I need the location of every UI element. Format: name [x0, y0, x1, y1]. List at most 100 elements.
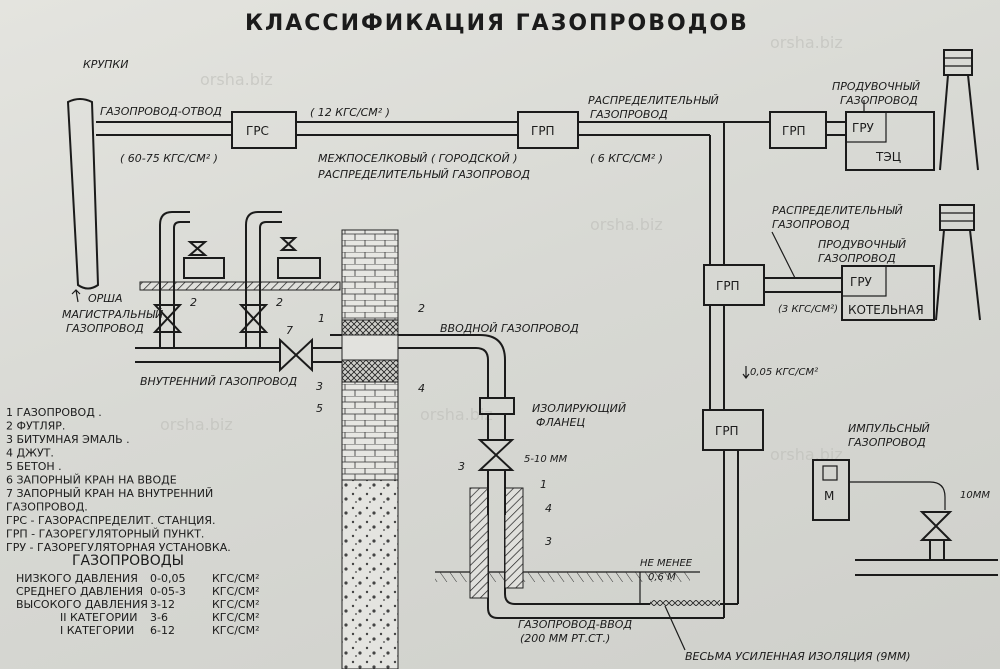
grp-label-3: ГРП [716, 279, 740, 293]
pressure-row-unit: КГС/СМ² [212, 598, 260, 611]
label-06m: 0,6 М [648, 572, 676, 583]
legend-item: ГАЗОПРОВОД. [6, 501, 88, 514]
grp-label-2: ГРП [782, 124, 806, 138]
chimney-2 [935, 229, 981, 321]
motor-indicator [822, 465, 838, 481]
wall-pipe-pass [341, 334, 399, 361]
legend-item: ГРС - ГАЗОРАСПРЕДЕЛИТ. СТАНЦИЯ. [6, 514, 215, 527]
chimney-top-1 [943, 49, 973, 76]
grs-label: ГРС [246, 124, 269, 138]
valve-6 [477, 439, 515, 471]
label-izol-1: ИЗОЛИРУЮЩИЙ [532, 402, 626, 415]
legend-item: ГРП - ГАЗОРЕГУЛЯТОРНЫЙ ПУНКТ. [6, 528, 204, 541]
label-main-1: МАГИСТРАЛЬНЫЙ [62, 308, 163, 321]
pressure-row-name: ВЫСОКОГО ДАВЛЕНИЯ [16, 598, 148, 611]
gru-label-1: ГРУ [852, 121, 875, 135]
callout-7: 7 [286, 324, 293, 337]
insulating-flange [479, 397, 515, 415]
label-vvod-1: ГАЗОПРОВОД-ВВОД [518, 618, 632, 631]
label-otvod: ГАЗОПРОВОД-ОТВОД [100, 105, 222, 118]
gru-box-1 [845, 111, 887, 143]
ground-hatch [435, 572, 690, 582]
chimney-stripes-1 [944, 57, 972, 67]
grs-box [231, 111, 297, 149]
pipe-corner [723, 121, 770, 135]
watermark: orsha.biz [420, 405, 493, 424]
grp-label-1: ГРП [531, 124, 555, 138]
label-orsha: ОРША [88, 292, 123, 305]
legend-item: 3 БИТУМНАЯ ЭМАЛЬ . [6, 433, 130, 446]
casing-right [504, 487, 524, 589]
valve-7 [279, 337, 313, 373]
grp-box-4 [702, 409, 764, 451]
callout-3-wall: 3 [316, 380, 323, 393]
callout-2-wall: 2 [418, 302, 425, 315]
label-vvod-2: (200 ММ РТ.СТ.) [520, 632, 610, 645]
casing-left [469, 487, 489, 599]
grp-box-2 [769, 111, 827, 149]
label-produv2-1: ПРОДУВОЧНЫЙ [818, 238, 906, 251]
legend-item: 6 ЗАПОРНЫЙ КРАН НА ВВОДЕ [6, 474, 177, 487]
label-vnutrenniy: ВНУТРЕННИЙ ГАЗОПРОВОД [140, 375, 297, 388]
label-mezhposel-2: РАСПРЕДЕЛИТЕЛЬНЫЙ ГАЗОПРОВОД [318, 168, 530, 181]
callout-5-wall: 5 [316, 402, 323, 415]
pipe-internal [135, 347, 342, 363]
grp-label-4: ГРП [715, 424, 739, 438]
wall-sleeve-bottom [341, 359, 399, 383]
impulse-pipe [849, 481, 946, 510]
label-pressure-3: (3 КГС/СМ²) [778, 304, 838, 315]
watermark-layer: orsha.biz orsha.biz orsha.biz orsha.biz … [160, 33, 843, 464]
pipe-grp-kotel [764, 277, 842, 293]
label-produv-1: ПРОДУВОЧНЫЙ [832, 80, 920, 93]
label-ne-menee: НЕ МЕНЕЕ [640, 558, 693, 569]
pressure-row-unit: КГС/СМ² [212, 572, 260, 585]
label-raspred-1: РАСПРЕДЕЛИТЕЛЬНЫЙ [588, 94, 719, 107]
watermark: orsha.biz [770, 445, 843, 464]
page-title: КЛАССИФИКАЦИЯ ГАЗОПРОВОДОВ [245, 11, 749, 36]
impulse-main [855, 559, 998, 576]
watermark: orsha.biz [770, 33, 843, 52]
floor-slab [139, 281, 341, 291]
label-raspred-2: ГАЗОПРОВОД [590, 108, 668, 121]
pressure-row-range: 3-6 [150, 611, 168, 624]
label-vvodnoy: ВВОДНОЙ ГАЗОПРОВОД [440, 322, 579, 335]
kotelnaya-label: КОТЕЛЬНАЯ [848, 303, 924, 317]
pressure-row-unit: КГС/СМ² [212, 585, 260, 598]
pressure-row-name: НИЗКОГО ДАВЛЕНИЯ [16, 572, 138, 585]
label-pressure-6: ( 6 КГС/СМ² ) [590, 152, 663, 165]
callout-2-b: 2 [276, 296, 283, 309]
callout-1: 1 [540, 478, 547, 491]
pipeline-vertical-2 [709, 305, 725, 410]
pipe-input [330, 334, 506, 398]
gru-label-2: ГРУ [850, 275, 873, 289]
legend-item: 2 ФУТЛЯР. [6, 420, 65, 433]
legend-item: 4 ДЖУТ. [6, 447, 54, 460]
label-izolyaciya: ВЕСЬМА УСИЛЕННАЯ ИЗОЛЯЦИЯ (9ММ) [685, 650, 911, 663]
legend-item: ГРУ - ГАЗОРЕГУЛЯТОРНАЯ УСТАНОВКА. [6, 541, 231, 554]
label-pressure-005: 0,05 КГС/СМ² [750, 367, 818, 378]
stove-1 [183, 257, 225, 279]
legend: 1 ГАЗОПРОВОД .2 ФУТЛЯР.3 БИТУМНАЯ ЭМАЛЬ … [6, 406, 231, 554]
arrow-up-icon [71, 289, 81, 303]
pressure-row-name: I КАТЕГОРИИ [60, 624, 134, 637]
label-5-10mm: 5-10 ММ [524, 454, 568, 465]
pressure-row-range: 0-05-3 [150, 585, 186, 598]
watermark: orsha.biz [590, 215, 663, 234]
pressure-row-range: 3-12 [150, 598, 175, 611]
riser [487, 470, 506, 515]
callout-2-a: 2 [190, 296, 197, 309]
chimney-stripes-2 [940, 212, 974, 222]
label-produv-2: ГАЗОПРОВОД [840, 94, 918, 107]
watermark: orsha.biz [160, 415, 233, 434]
callout-4: 4 [545, 502, 552, 515]
label-impuls-1: ИМПУЛЬСНЫЙ [848, 422, 930, 435]
grp-box-1 [517, 111, 579, 149]
label-izol-2: ФЛАНЕЦ [536, 416, 585, 429]
callout-3b: 3 [545, 535, 552, 548]
label-pressure-60-75: ( 60-75 КГС/СМ² ) [120, 152, 218, 165]
motor-label: М [824, 489, 834, 503]
label-mezhposel-1: МЕЖПОСЕЛКОВЫЙ ( ГОРОДСКОЙ ) [318, 152, 518, 165]
pipeline-top [96, 121, 770, 136]
